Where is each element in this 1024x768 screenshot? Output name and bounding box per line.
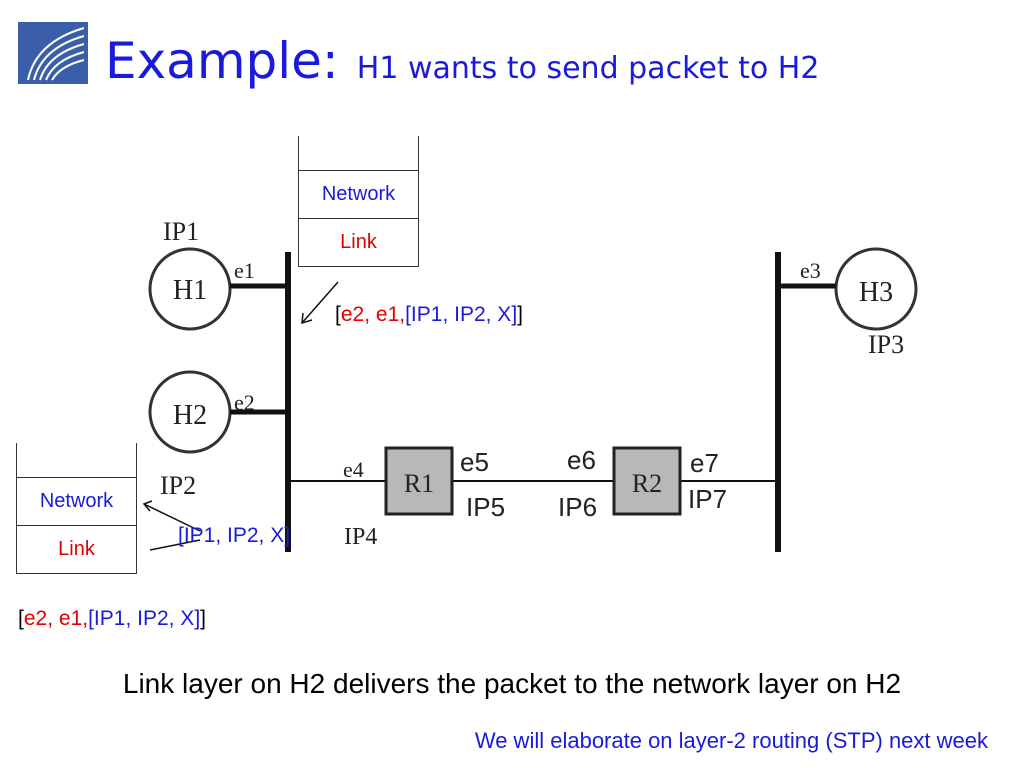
slide-title: Example: H1 wants to send packet to H2: [105, 32, 819, 90]
ip-packet: [IP1, IP2, X]: [88, 607, 201, 630]
network-layer-label: Network: [17, 477, 136, 525]
host-h1-node: [148, 247, 232, 331]
host-h1-iface: e1: [234, 258, 255, 283]
bracket-close: ]: [517, 303, 523, 326]
router-r1-ip-right: IP5: [466, 492, 505, 522]
src-mac: e1,: [58, 607, 89, 630]
network-layer-label: Network: [299, 170, 418, 218]
link-layer-label: Link: [17, 525, 136, 573]
router-r1-ip-left: IP4: [344, 524, 377, 550]
router-r1-label: R1: [404, 469, 434, 498]
slide-footnote: We will elaborate on layer-2 routing (ST…: [474, 728, 988, 753]
router-r2-label: R2: [632, 469, 662, 498]
title-subtitle: H1 wants to send packet to H2: [356, 51, 820, 86]
host-h2-iface: e2: [234, 390, 255, 415]
host-h3-ip: IP3: [868, 330, 904, 359]
router-r1-node: [384, 446, 454, 516]
router-r2-ip-left: IP6: [558, 492, 597, 522]
bracket-open: [: [18, 607, 24, 630]
connector-h2-link: [149, 539, 201, 551]
stack-empty-layer: [299, 136, 418, 170]
h2-protocol-stack: Network Link: [16, 443, 137, 574]
router-r2-ip-right: IP7: [688, 484, 727, 514]
dst-mac: e2,: [23, 607, 54, 630]
logo-icon: [18, 22, 88, 84]
router-r2-iface-left: e6: [567, 445, 596, 475]
link-layer-label: Link: [299, 218, 418, 266]
router-r2-node: [612, 446, 682, 516]
host-h3-label: H3: [859, 277, 893, 308]
slide-caption: Link layer on H2 delivers the packet to …: [122, 668, 902, 699]
dst-mac: e2,: [340, 303, 371, 326]
bracket-close: ]: [200, 607, 206, 630]
host-h1-label: H1: [173, 275, 207, 306]
packet-delivered: [IP1, IP2, X]: [178, 524, 291, 547]
router-r2-iface-right: e7: [690, 448, 719, 478]
stack-empty-layer: [17, 443, 136, 477]
arrow-stack-to-bus: [301, 281, 339, 325]
router-r1-iface-left: e4: [343, 457, 364, 482]
host-h1-ip: IP1: [163, 217, 199, 246]
frame-at-h2: [e2, e1,[IP1, IP2, X]]: [18, 607, 206, 631]
host-h3-node: [834, 247, 918, 331]
title-main: Example:: [105, 32, 339, 90]
router-r1-iface-right: e5: [460, 447, 489, 477]
host-h2-label: H2: [173, 400, 207, 431]
host-h2-ip: IP2: [160, 471, 196, 500]
arrow-to-h2-network: [142, 500, 201, 532]
src-mac: e1,: [375, 303, 406, 326]
frame-on-bus: [e2, e1,[IP1, IP2, X]]: [335, 303, 523, 327]
ip-packet: [IP1, IP2, X]: [405, 303, 518, 326]
bracket-open: [: [335, 303, 341, 326]
host-h3-iface: e3: [800, 258, 821, 283]
h1-protocol-stack: Network Link: [298, 136, 419, 267]
